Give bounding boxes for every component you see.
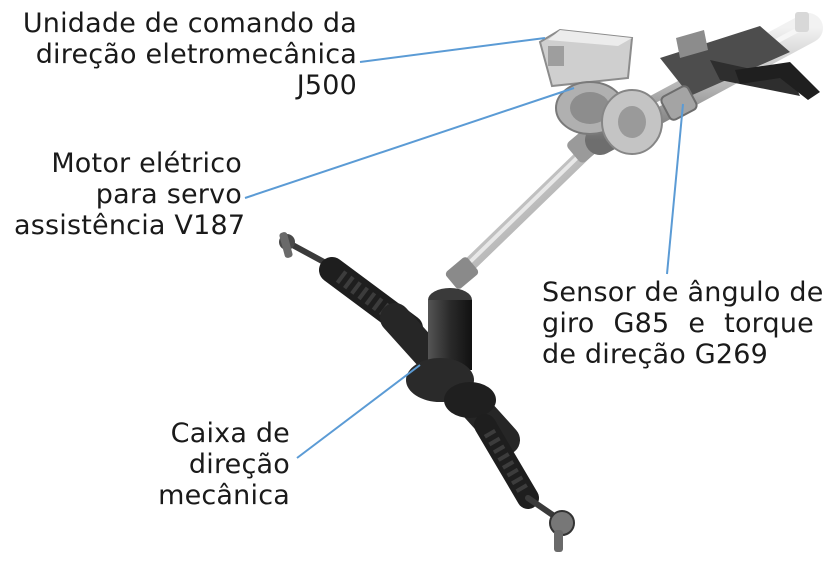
label-sensor-g85-g269: Sensor de ângulo de giro G85 e torque de… (542, 277, 814, 370)
column-spline (795, 12, 809, 32)
label-line: Unidade de comando da (14, 8, 357, 39)
label-line: direção (150, 449, 290, 480)
ball-joint-right (554, 530, 563, 552)
label-line: Sensor de ângulo de (542, 277, 814, 308)
label-line: para servo (14, 179, 242, 210)
label-control-unit-j500: Unidade de comando da direção eletromecâ… (14, 8, 357, 101)
label-line: Caixa de (150, 418, 290, 449)
label-mechanical-gearbox: Caixa de direção mecânica (150, 418, 290, 511)
label-line: assistência V187 (14, 210, 242, 241)
label-word: e (688, 308, 705, 339)
label-word: G85 (613, 308, 669, 339)
leader-line-motor (245, 88, 574, 198)
label-line-justified: giro G85 e torque (542, 308, 814, 339)
label-word: giro (542, 308, 594, 339)
control-unit-j500 (540, 30, 632, 86)
label-line: mecânica (150, 480, 290, 511)
leader-line-sensor (667, 104, 683, 274)
steering-rack (279, 231, 574, 552)
label-line: Motor elétrico (14, 148, 242, 179)
label-electric-motor-v187: Motor elétrico para servo assistência V1… (14, 148, 242, 241)
leader-line-control-unit (360, 38, 545, 62)
label-line: J500 (14, 70, 357, 101)
leader-line-gearbox (297, 365, 420, 458)
intermediate-shaft (444, 125, 605, 290)
label-word: torque (724, 308, 814, 339)
label-line: de direção G269 (542, 339, 814, 370)
label-line: direção eletromecânica (14, 39, 357, 70)
